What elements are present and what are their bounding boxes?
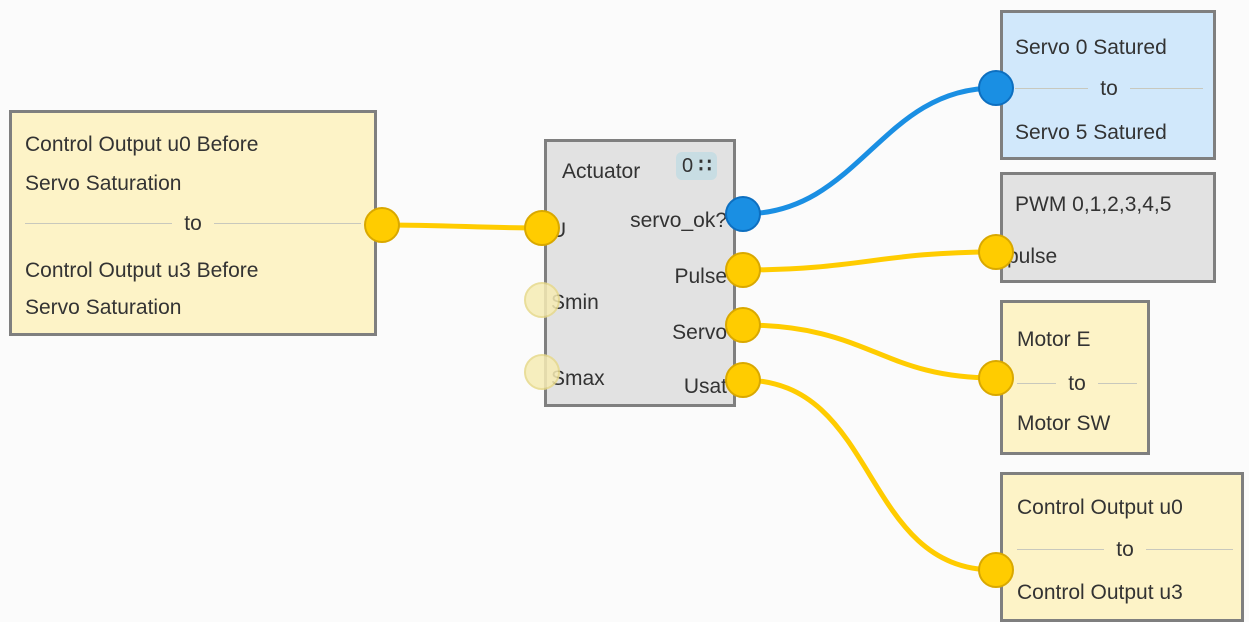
pwm-input-port[interactable] [978,234,1014,270]
input-label-smin: Smin [551,291,599,314]
wire-usat-to-control-out[interactable] [740,377,998,573]
input-port-smax[interactable] [524,354,560,390]
input-port-u[interactable] [524,210,560,246]
motor-separator: to [1017,371,1138,396]
control-out-line-1: Control Output u0 [1017,496,1183,519]
source-line-1: Control Output u0 Before [25,133,259,156]
motor-line-2: Motor SW [1017,412,1111,435]
pwm-title: PWM 0,1,2,3,4,5 [1015,193,1172,216]
source-output-port[interactable] [364,207,400,243]
rss-feed-icon: ∷ [698,155,712,177]
source-to-label: to [184,212,202,235]
actuator-node[interactable]: Actuator 0 ∷ U Smin Smax servo_ok? Pulse… [544,139,736,407]
source-separator: to [25,211,362,236]
wire-servo-to-motor[interactable] [740,322,998,381]
servo-sat-line-1: Servo 0 Satured [1015,36,1167,59]
motor-node[interactable]: Motor E to Motor SW [1000,300,1150,455]
source-line-4: Servo Saturation [25,296,182,319]
servo-sat-line-2: Servo 5 Satured [1015,121,1167,144]
control-out-to-label: to [1116,538,1134,561]
input-label-smax: Smax [551,367,605,390]
badge-count: 0 [682,155,694,177]
output-port-servo-ok[interactable] [725,196,761,232]
source-line-2: Servo Saturation [25,172,182,195]
actuator-title: Actuator [562,160,641,183]
servo-sat-separator: to [1015,76,1204,101]
servo-sat-to-label: to [1100,77,1118,100]
motor-input-port[interactable] [978,360,1014,396]
pwm-port-label: pulse [1007,245,1058,268]
input-port-smin[interactable] [524,282,560,318]
wire-servo-ok-to-servo-sat[interactable] [740,85,998,217]
actuator-badge[interactable]: 0 ∷ [676,152,718,180]
motor-to-label: to [1068,372,1086,395]
control-out-line-2: Control Output u3 [1017,581,1183,604]
servo-saturated-input-port[interactable] [978,70,1014,106]
wire-pulse-to-pwm[interactable] [740,249,998,273]
output-port-servo[interactable] [725,307,761,343]
output-port-usat[interactable] [725,362,761,398]
control-output-node[interactable]: Control Output u0 to Control Output u3 [1000,472,1244,622]
control-output-input-port[interactable] [978,552,1014,588]
output-port-pulse[interactable] [725,252,761,288]
servo-saturated-node[interactable]: Servo 0 Satured to Servo 5 Satured [1000,10,1216,160]
pwm-node[interactable]: PWM 0,1,2,3,4,5 pulse [1000,172,1216,283]
source-line-3: Control Output u3 Before [25,259,259,282]
source-node[interactable]: Control Output u0 Before Servo Saturatio… [9,110,377,336]
output-label-servo-ok: servo_ok? [630,209,727,232]
output-label-usat: Usat [683,375,727,398]
output-label-pulse: Pulse [674,265,727,288]
motor-line-1: Motor E [1017,328,1091,351]
wire-source-to-u[interactable] [379,222,545,231]
output-label-servo: Servo [672,321,727,344]
control-out-separator: to [1017,537,1234,562]
